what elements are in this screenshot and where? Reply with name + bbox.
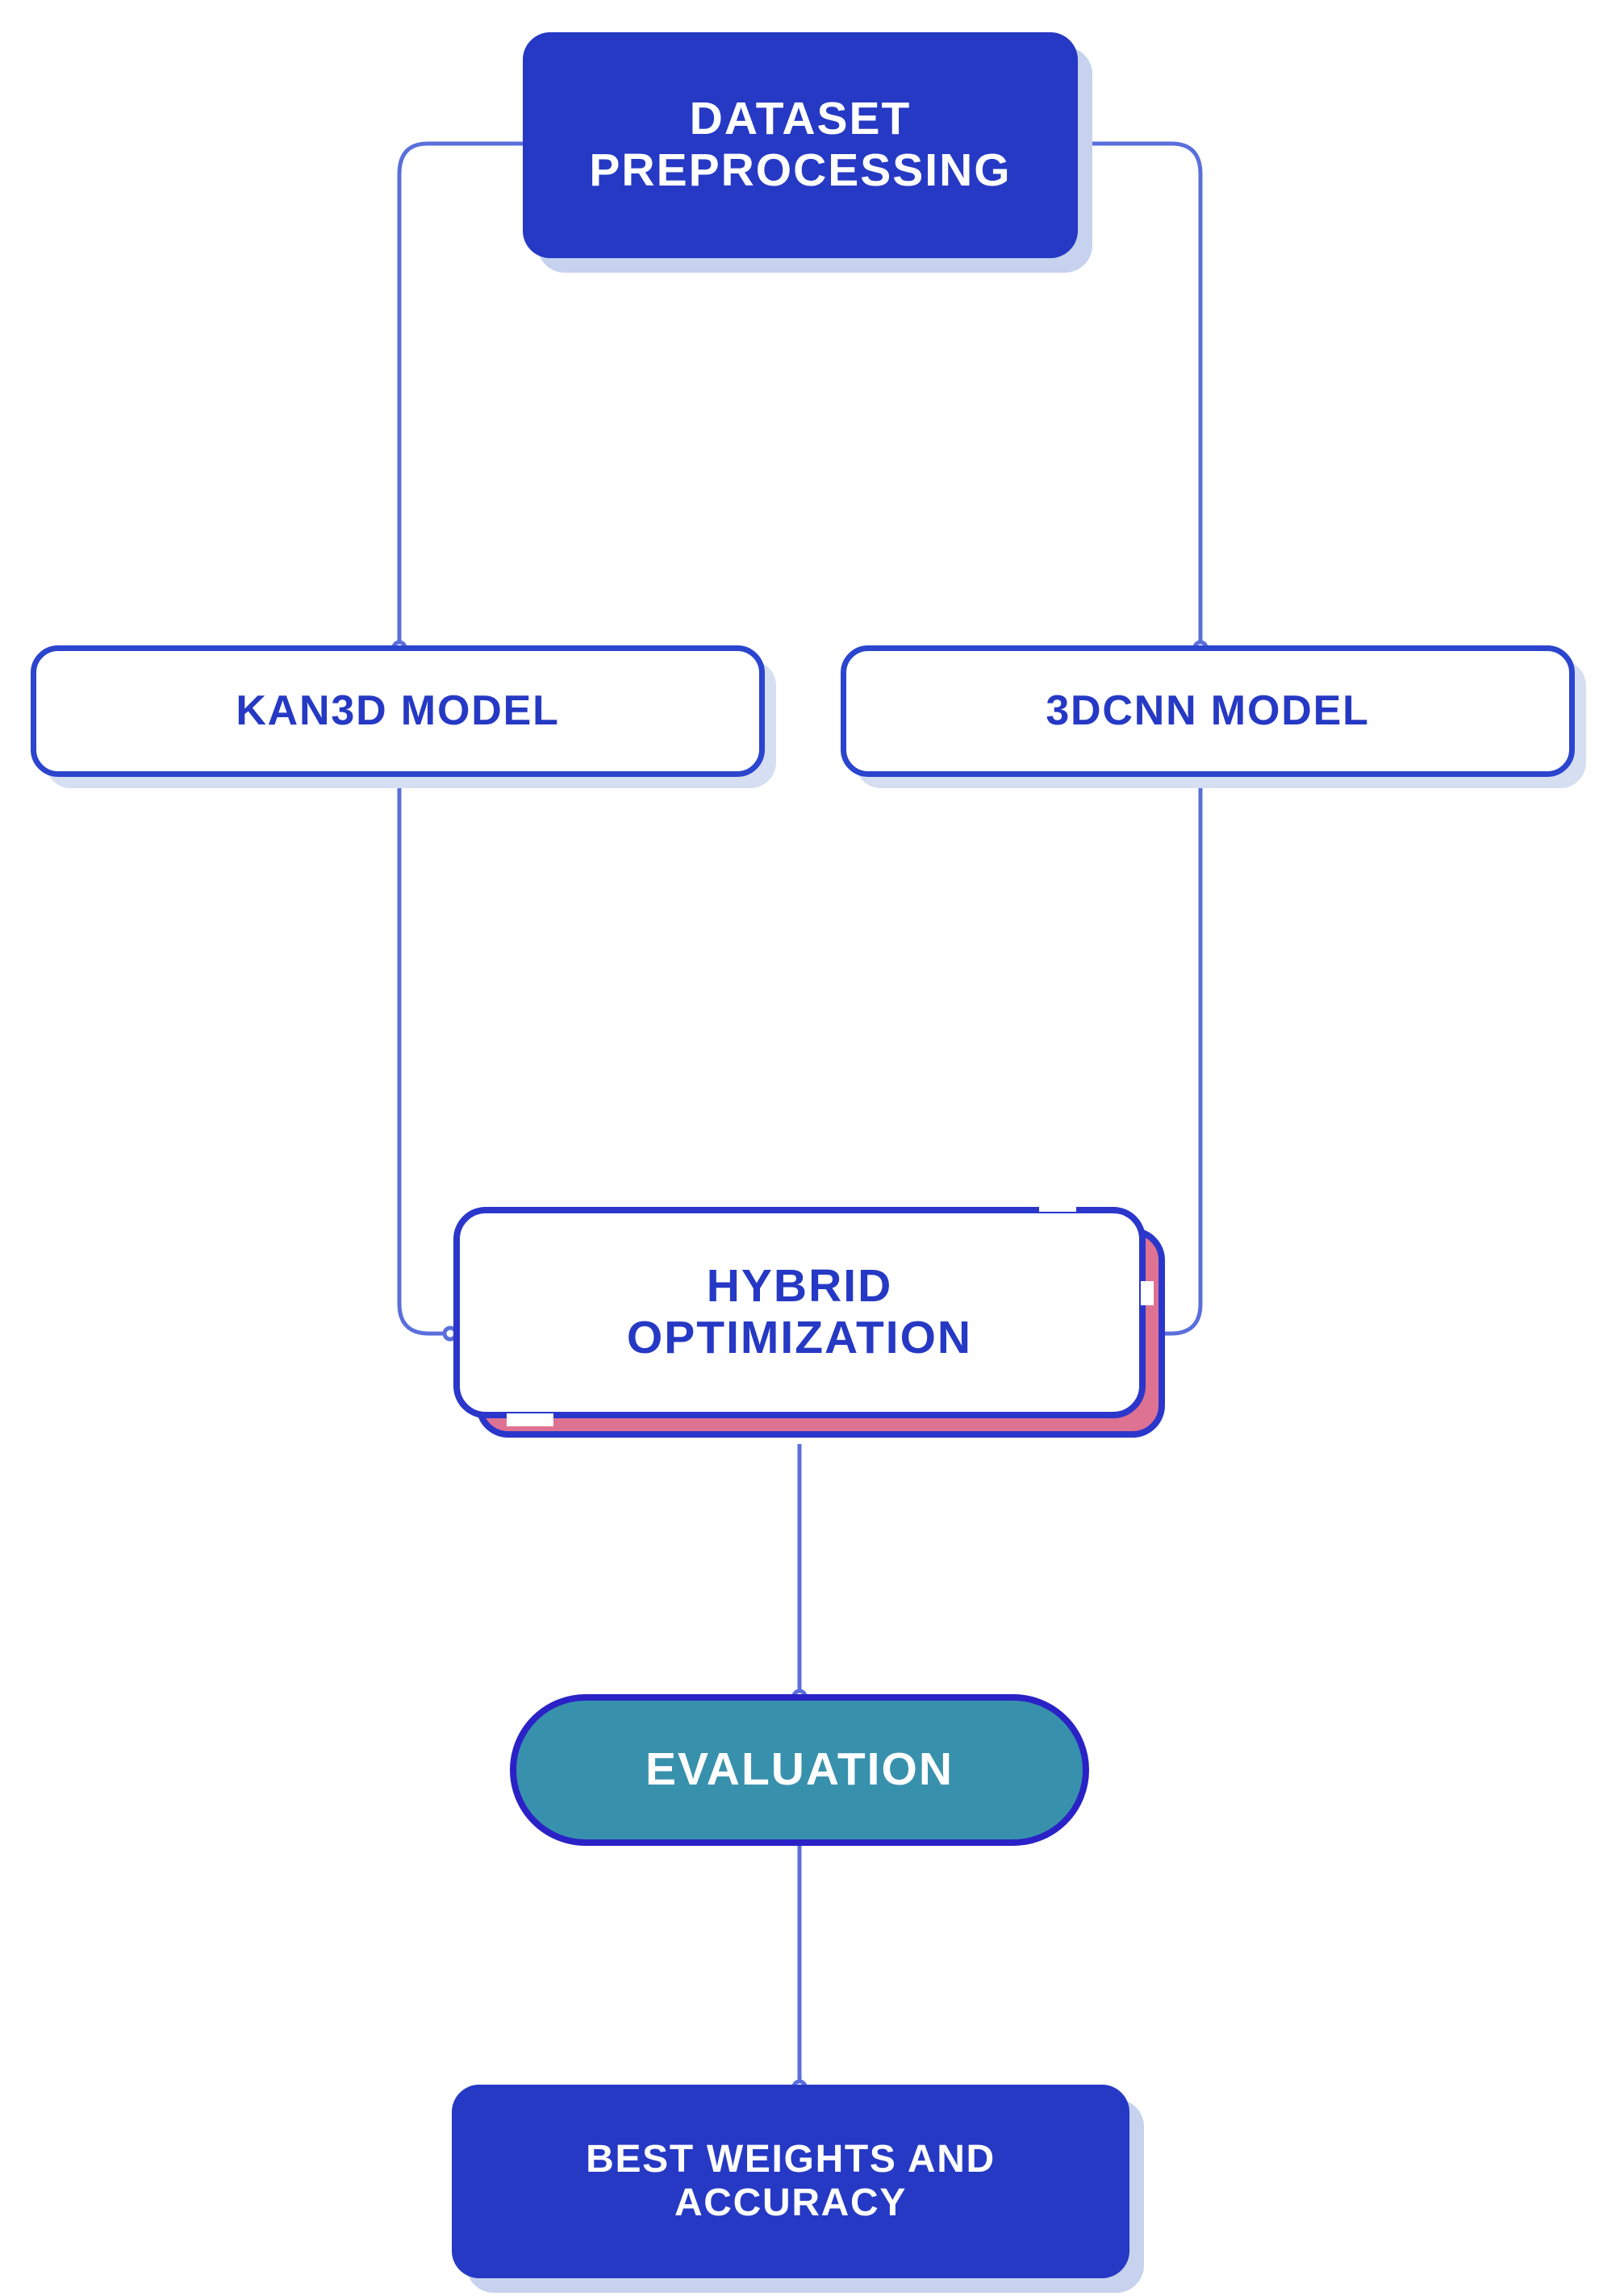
edge-dataset-to-kan3d — [397, 141, 523, 645]
hybrid-border-nick-bottom — [507, 1413, 553, 1426]
node-3dcnn-model[interactable]: 3DCNN MODEL — [841, 645, 1575, 777]
node-kan3d-model[interactable]: KAN3D MODEL — [31, 645, 765, 777]
edge-kan3d-to-hybrid — [397, 777, 449, 1336]
node-best-weights-and-accuracy[interactable]: BEST WEIGHTS AND ACCURACY — [452, 2085, 1129, 2278]
hybrid-border-nick-right — [1141, 1281, 1154, 1305]
node-dataset-preprocessing[interactable]: DATASET PREPROCESSING — [523, 32, 1078, 258]
hybrid-optimization-face: HYBRID OPTIMIZATION — [453, 1207, 1146, 1418]
node-hybrid-optimization[interactable]: HYBRID OPTIMIZATION — [453, 1199, 1165, 1438]
node-evaluation[interactable]: EVALUATION — [510, 1694, 1089, 1846]
edge-dataset-to-3dcnn — [1077, 141, 1203, 645]
hybrid-border-nick-top — [1039, 1199, 1076, 1212]
